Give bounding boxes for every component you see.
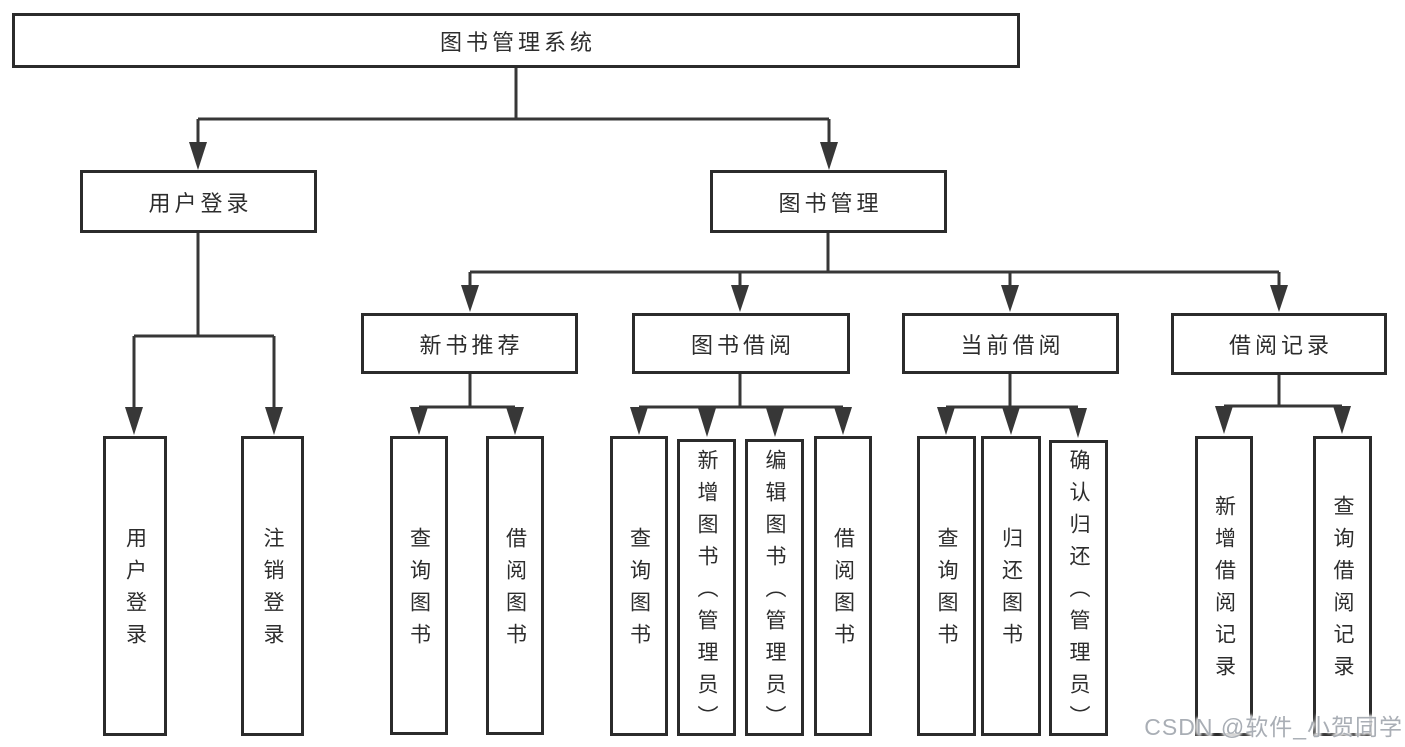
leaf-query-borrow-record: 查询借阅记录 bbox=[1313, 436, 1372, 736]
node-book-management: 图书管理 bbox=[710, 170, 947, 233]
leaf-label: 归还图书 bbox=[999, 527, 1023, 655]
leaf-user-login: 用户登录 bbox=[103, 436, 167, 736]
leaf-edit-books-admin: 编辑图书（管理员） bbox=[745, 439, 804, 737]
node-new-book-recommend: 新书推荐 bbox=[361, 313, 578, 374]
node-label: 图书管理 bbox=[778, 190, 883, 216]
leaf-return-books: 归还图书 bbox=[981, 436, 1041, 736]
leaf-label: 新增借阅记录 bbox=[1212, 495, 1236, 687]
csdn-watermark: CSDN @软件_小贺同学 bbox=[1144, 714, 1403, 740]
node-label: 借阅记录 bbox=[1228, 333, 1333, 358]
leaf-add-books-admin: 新增图书（管理员） bbox=[677, 439, 736, 737]
leaf-label: 用户登录 bbox=[123, 527, 147, 655]
node-library-system: 图书管理系统 bbox=[12, 13, 1020, 68]
node-label: 用户登录 bbox=[148, 190, 253, 216]
leaf-add-borrow-record: 新增借阅记录 bbox=[1195, 436, 1253, 736]
node-book-borrowing: 图书借阅 bbox=[632, 313, 850, 374]
node-label: 当前借阅 bbox=[960, 332, 1065, 358]
leaf-label: 查询图书 bbox=[627, 527, 651, 655]
leaf-query-books: 查询图书 bbox=[917, 436, 976, 736]
leaf-label: 借阅图书 bbox=[831, 527, 855, 655]
leaf-label: 查询借阅记录 bbox=[1331, 495, 1354, 687]
leaf-query-books: 查询图书 bbox=[390, 436, 448, 735]
node-user-login: 用户登录 bbox=[80, 170, 317, 233]
node-label: 新书推荐 bbox=[419, 332, 524, 358]
leaf-label: 查询图书 bbox=[407, 526, 431, 655]
leaf-borrow-books: 借阅图书 bbox=[486, 436, 544, 735]
node-borrowing-records: 借阅记录 bbox=[1171, 313, 1387, 375]
leaf-confirm-return-admin: 确认归还（管理员） bbox=[1049, 440, 1108, 737]
leaf-label: 编辑图书（管理员） bbox=[763, 448, 786, 737]
leaf-label: 注销登录 bbox=[261, 527, 284, 655]
leaf-label: 确认归还（管理员） bbox=[1067, 449, 1090, 737]
leaf-borrow-books: 借阅图书 bbox=[814, 436, 872, 736]
leaf-label: 借阅图书 bbox=[503, 526, 527, 655]
leaf-label: 新增图书（管理员） bbox=[695, 448, 718, 737]
node-label: 图书借阅 bbox=[690, 332, 795, 358]
leaf-query-books: 查询图书 bbox=[610, 436, 668, 736]
node-label: 图书管理系统 bbox=[439, 29, 596, 55]
leaf-logout: 注销登录 bbox=[241, 436, 304, 736]
leaf-label: 查询图书 bbox=[935, 527, 958, 655]
node-current-borrowing: 当前借阅 bbox=[902, 313, 1119, 374]
